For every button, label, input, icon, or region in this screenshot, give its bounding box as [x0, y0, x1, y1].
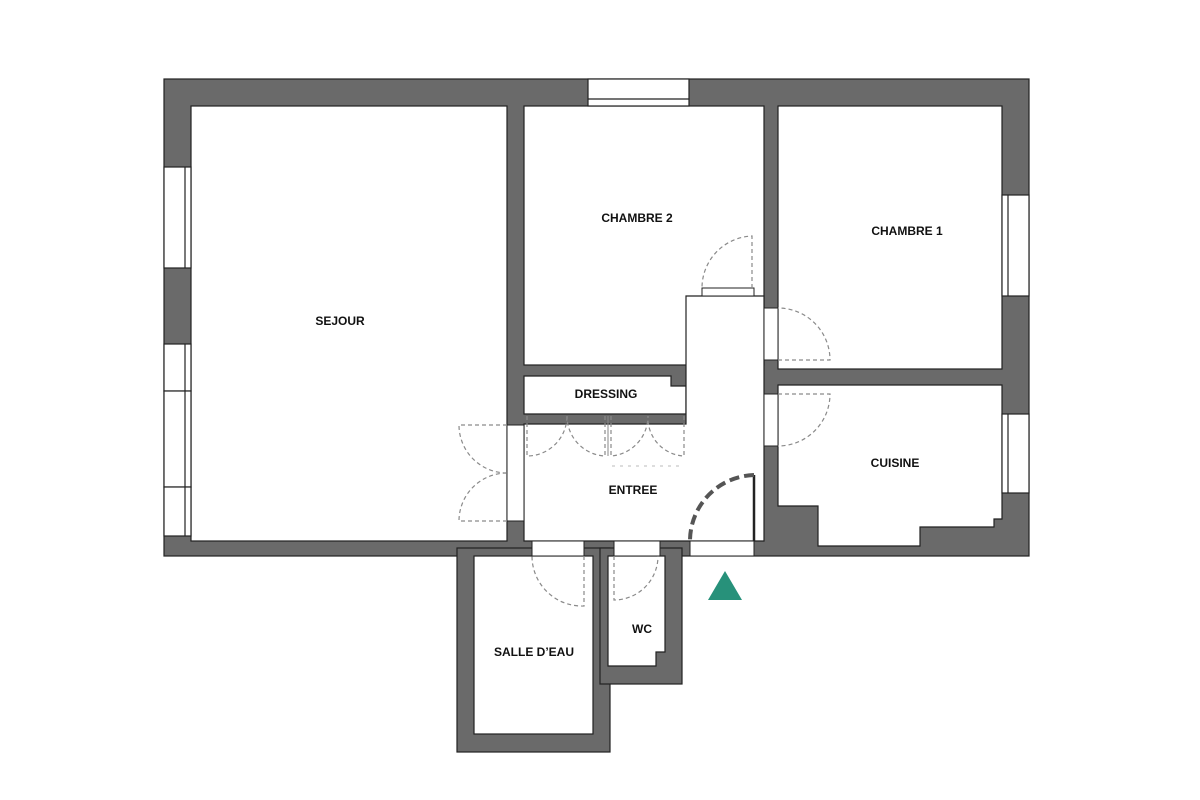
- opening-chambre2: [701, 287, 755, 297]
- door-swing-chambre1: [777, 307, 831, 361]
- door-swing-chambre2: [701, 235, 753, 289]
- door-swing-sejour-upper: [458, 424, 508, 474]
- door-swing-dressing-2: [566, 415, 606, 457]
- label-salle-eau: SALLE D’EAU: [494, 645, 574, 659]
- label-dressing: DRESSING: [575, 387, 638, 401]
- door-swing-cuisine: [777, 393, 831, 447]
- chambre1-floor: [777, 105, 1003, 370]
- window-cuisine: [1001, 413, 1030, 494]
- windows: [163, 78, 1030, 537]
- window-sejour-2: [163, 343, 192, 392]
- door-swing-dressing-3: [610, 415, 649, 457]
- door-openings: [506, 287, 779, 557]
- door-swings: [458, 235, 831, 607]
- label-entree: ENTREE: [609, 483, 658, 497]
- window-top-chambre2: [587, 78, 690, 107]
- opening-front-door: [689, 540, 755, 557]
- door-swing-sejour-lower: [458, 472, 508, 522]
- front-door: [688, 473, 756, 542]
- floors: [190, 105, 1003, 735]
- label-chambre2: CHAMBRE 2: [601, 211, 673, 225]
- window-sejour-1: [163, 166, 192, 269]
- door-swing-dressing-4: [647, 415, 685, 457]
- door-swing-salle-eau: [531, 555, 585, 607]
- door-swing-dressing-1: [526, 415, 568, 457]
- window-sejour-3: [163, 390, 192, 488]
- entrance-arrow-icon: [708, 571, 742, 600]
- label-chambre1: CHAMBRE 1: [871, 224, 943, 238]
- label-wc: WC: [632, 622, 652, 636]
- sejour-floor: [190, 105, 508, 542]
- opening-sejour: [506, 424, 525, 522]
- window-sejour-4: [163, 486, 192, 537]
- label-cuisine: CUISINE: [871, 456, 920, 470]
- opening-wc: [613, 540, 661, 557]
- opening-salle-eau: [531, 540, 585, 557]
- label-sejour: SEJOUR: [315, 314, 365, 328]
- window-chambre1: [1001, 194, 1030, 297]
- opening-cuisine: [763, 393, 779, 447]
- opening-chambre1: [763, 307, 779, 361]
- front-door-swing: [688, 473, 755, 542]
- salle-eau-floor: [473, 555, 594, 735]
- wc-floor: [607, 555, 666, 667]
